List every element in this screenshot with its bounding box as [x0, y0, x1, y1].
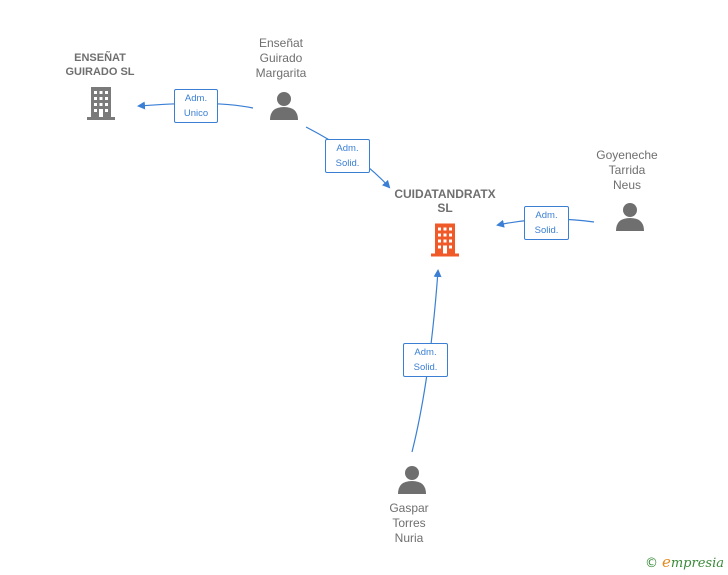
node-label-line: Torres	[392, 516, 426, 530]
role-line: Solid.	[413, 362, 438, 373]
role-line: Unico	[183, 108, 209, 119]
node-label-line: Neus	[612, 178, 641, 192]
brand-watermark: ©empresia	[645, 553, 724, 571]
role-line: Adm.	[184, 93, 208, 104]
role-badge-adm-solid[interactable]: Adm. Solid.	[325, 139, 370, 173]
role-line: Adm.	[414, 347, 437, 358]
person-icon[interactable]	[268, 90, 300, 122]
main-company-building-icon[interactable]	[428, 221, 462, 258]
node-label-line: Guirado	[259, 51, 303, 65]
node-label-line: ENSEÑAT	[74, 52, 126, 64]
role-badge-adm-solid[interactable]: Adm. Solid.	[524, 206, 569, 240]
node-label-gaspar: Gaspar Torres Nuria	[364, 501, 454, 546]
node-label-cuidatandratx: CUIDATANDRATX SL	[380, 187, 510, 215]
node-label-line: Goyeneche	[596, 148, 658, 162]
person-icon[interactable]	[614, 201, 646, 233]
node-label-goyeneche: Goyeneche Tarrida Neus	[582, 148, 672, 193]
node-label-line: SL	[437, 201, 453, 215]
node-label-ensenat-company: ENSEÑAT GUIRADO SL	[50, 51, 150, 79]
role-line: Adm.	[336, 143, 359, 154]
role-line: Solid.	[534, 225, 559, 236]
node-label-line: Nuria	[394, 531, 424, 545]
node-label-line: Margarita	[255, 66, 307, 80]
node-label-line: GUIRADO SL	[65, 66, 135, 78]
building-icon[interactable]	[84, 85, 118, 121]
node-label-line: Gaspar	[389, 501, 429, 515]
role-line: Solid.	[335, 158, 360, 169]
node-label-ensenat-person: Enseñat Guirado Margarita	[236, 36, 326, 81]
copyright-icon: ©	[644, 556, 658, 571]
node-label-line: CUIDATANDRATX	[394, 187, 496, 201]
node-label-line: Enseñat	[258, 36, 304, 50]
person-icon[interactable]	[396, 464, 428, 496]
node-label-line: Tarrida	[608, 163, 646, 177]
role-badge-adm-solid[interactable]: Adm. Solid.	[403, 343, 448, 377]
role-badge-adm-unico[interactable]: Adm. Unico	[174, 89, 218, 123]
brand-first-letter: e	[661, 553, 671, 571]
role-line: Adm.	[535, 210, 558, 221]
brand-name: mpresia	[670, 556, 724, 571]
